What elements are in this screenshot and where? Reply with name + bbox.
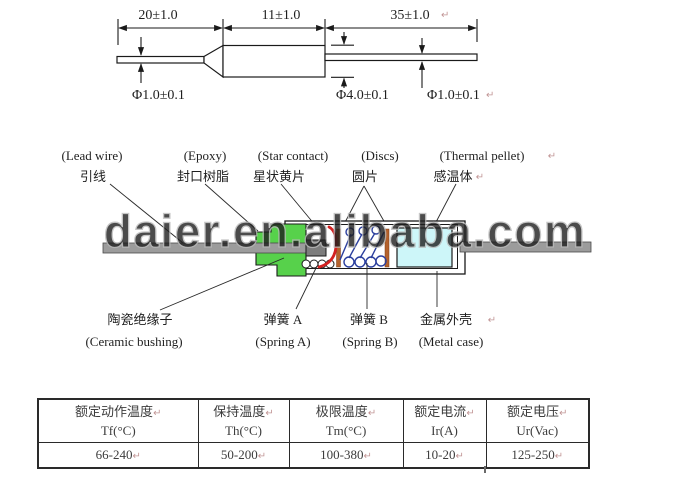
header-sym: Tf(°C) bbox=[100, 423, 136, 438]
header-zh: 额定电流 bbox=[414, 403, 467, 419]
dimension-lines bbox=[117, 19, 478, 45]
return-mark: ↵ bbox=[486, 90, 494, 101]
disc-bar-right bbox=[384, 228, 390, 268]
value-text: 50-200 bbox=[220, 447, 258, 463]
wire-connector-block bbox=[305, 239, 327, 257]
phi-left-label: Φ1.0±0.1 bbox=[132, 88, 185, 103]
phi-right-label: Φ1.0±0.1 bbox=[427, 88, 480, 103]
value-text: 100-380 bbox=[320, 447, 364, 463]
lead-wire-right bbox=[459, 241, 592, 253]
return-mark: ↵ bbox=[265, 407, 274, 419]
left-lead-outline bbox=[116, 55, 205, 64]
label-spring-b-en: (Spring B) bbox=[342, 334, 397, 349]
header-sym: Tm(°C) bbox=[325, 423, 367, 438]
return-mark: ↵ bbox=[132, 451, 141, 463]
dimension-drawing: 20±1.0 11±1.0 35±1.0 ↵ bbox=[116, 8, 494, 103]
watermark-text: daier.en.alibaba.com bbox=[104, 205, 587, 257]
header-cell-tm: 极限温度↵ Tm(°C) bbox=[288, 398, 404, 443]
label-epoxy-zh: 封口树脂 bbox=[177, 169, 229, 184]
return-mark: ↵ bbox=[488, 315, 496, 326]
header-zh: 极限温度 bbox=[315, 403, 368, 419]
return-mark: ↵ bbox=[367, 407, 377, 419]
header-cell-ur: 额定电压↵ Ur(Vac) bbox=[485, 398, 590, 443]
body-outline bbox=[222, 44, 326, 78]
label-lead-wire-zh: 引线 bbox=[80, 169, 106, 184]
table-header-row: 额定动作温度↵ Tf(°C) 保持温度↵ Th(°C) 极限温度↵ Tm(°C)… bbox=[37, 398, 590, 443]
value-cell-ir: 10-20↵ bbox=[402, 442, 487, 469]
header-zh: 额定动作温度 bbox=[75, 403, 154, 419]
header-sym: Ir(A) bbox=[431, 423, 458, 438]
value-text: 10-20 bbox=[425, 447, 456, 463]
return-mark: ↵ bbox=[455, 451, 464, 463]
value-cell-tm: 100-380↵ bbox=[288, 442, 404, 469]
value-cell-ur: 125-250↵ bbox=[485, 442, 590, 469]
label-ceramic-bushing-zh: 陶瓷绝缘子 bbox=[107, 312, 172, 327]
right-lead-outline bbox=[324, 53, 478, 62]
label-star-contact-zh: 星状黄片 bbox=[253, 169, 305, 184]
label-discs-zh: 圆片 bbox=[352, 169, 378, 184]
table-divider-overhang bbox=[484, 466, 486, 473]
label-thermal-pellet-zh: 感温体 bbox=[433, 169, 472, 184]
return-mark: ↵ bbox=[441, 10, 449, 21]
header-cell-th: 保持温度↵ Th(°C) bbox=[197, 398, 290, 443]
dim-label-right-lead: 35±1.0 bbox=[390, 8, 429, 23]
header-sym: Th(°C) bbox=[225, 423, 262, 438]
label-thermal-pellet-en: (Thermal pellet) bbox=[440, 148, 525, 163]
return-mark: ↵ bbox=[153, 407, 162, 419]
header-sym: Ur(Vac) bbox=[516, 423, 559, 438]
return-mark: ↵ bbox=[548, 151, 556, 162]
return-mark: ↵ bbox=[466, 407, 475, 419]
label-discs-en: (Discs) bbox=[361, 148, 399, 163]
spring-b-coil bbox=[339, 225, 387, 268]
label-lead-wire-en: (Lead wire) bbox=[62, 148, 123, 163]
label-star-contact-en: (Star contact) bbox=[258, 148, 328, 163]
value-text: 125-250 bbox=[511, 447, 555, 463]
return-mark: ↵ bbox=[554, 451, 564, 463]
dim-label-body: 11±1.0 bbox=[262, 8, 301, 23]
value-cell-th: 50-200↵ bbox=[197, 442, 290, 469]
label-spring-b-zh: 弹簧 B bbox=[350, 312, 388, 327]
star-contact-shape bbox=[317, 225, 338, 269]
taper-outline bbox=[203, 44, 224, 79]
leader-lines-top bbox=[109, 183, 457, 244]
header-cell-tf: 额定动作温度↵ Tf(°C) bbox=[37, 398, 199, 443]
leader-lines-bottom bbox=[159, 257, 438, 311]
table-value-row: 66-240↵ 50-200↵ 100-380↵ 10-20↵ 125-250↵ bbox=[37, 442, 590, 469]
cross-section-diagram: (Lead wire) (Epoxy) (Star contact) (Disc… bbox=[62, 148, 592, 349]
value-cell-tf: 66-240↵ bbox=[37, 442, 199, 469]
label-spring-a-en: (Spring A) bbox=[255, 334, 310, 349]
header-zh: 额定电压 bbox=[507, 403, 560, 419]
label-spring-a-zh: 弹簧 A bbox=[264, 312, 303, 327]
return-mark: ↵ bbox=[257, 451, 267, 463]
header-cell-ir: 额定电流↵ Ir(A) bbox=[402, 398, 487, 443]
return-mark: ↵ bbox=[363, 451, 372, 463]
header-zh: 保持温度 bbox=[213, 403, 266, 419]
phi-body-label: Φ4.0±0.1 bbox=[336, 88, 389, 103]
thermal-pellet-shape bbox=[396, 227, 453, 268]
return-mark: ↵ bbox=[476, 172, 484, 183]
label-metal-case-en: (Metal case) bbox=[419, 334, 484, 349]
value-text: 66-240 bbox=[95, 447, 133, 463]
fuse-outline bbox=[116, 44, 478, 79]
label-epoxy-en: (Epoxy) bbox=[184, 148, 227, 163]
return-mark: ↵ bbox=[559, 407, 568, 419]
label-metal-case-zh: 金属外壳 bbox=[420, 312, 472, 327]
spec-table: 额定动作温度↵ Tf(°C) 保持温度↵ Th(°C) 极限温度↵ Tm(°C)… bbox=[37, 398, 590, 469]
dim-label-left-lead: 20±1.0 bbox=[138, 8, 177, 23]
label-ceramic-bushing-en: (Ceramic bushing) bbox=[85, 334, 182, 349]
diameter-arrows bbox=[137, 32, 426, 88]
